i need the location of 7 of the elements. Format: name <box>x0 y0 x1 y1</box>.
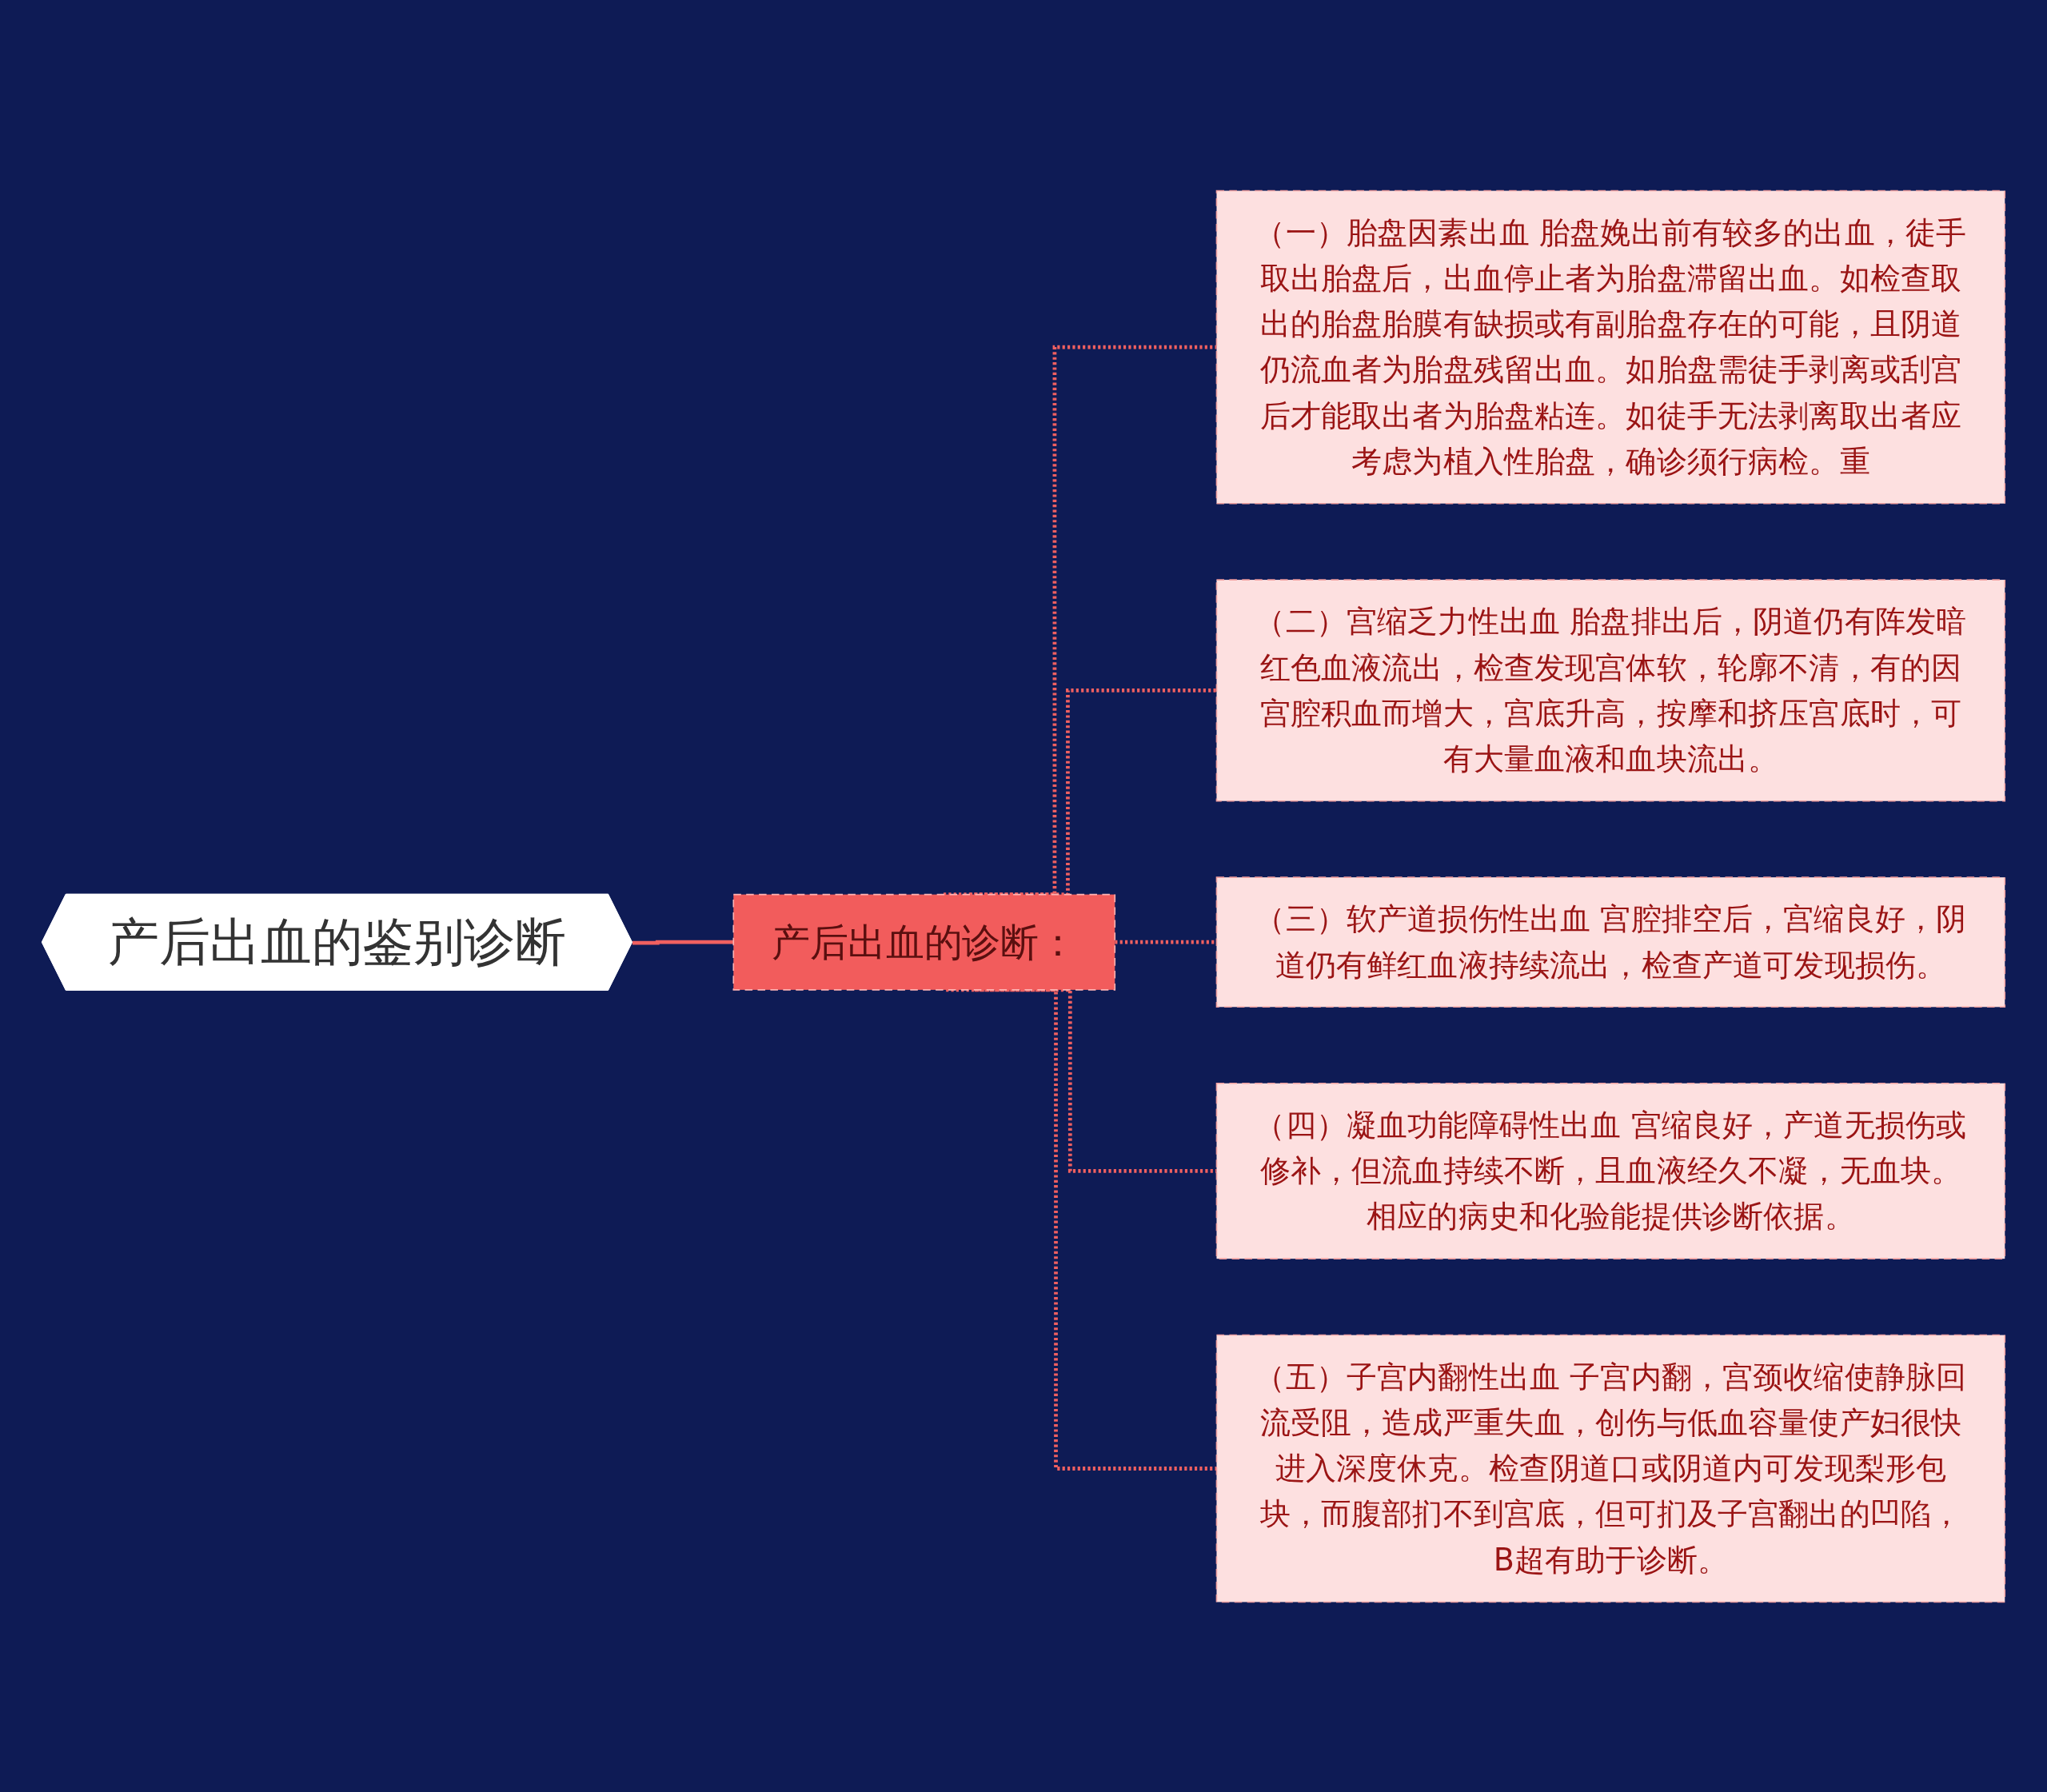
node-box: （五）子宫内翻性出血 子宫内翻，宫颈收缩使静脉回流受阻，造成严重失血，创伤与低血容量使产妇很快进入深度休克。检查阴道口或阴道内可发现梨形包块，而腹部扪不到宫底，但可扪及子宫翻出的凹陷，B超有助于诊断。 <box>1215 1334 2006 1602</box>
node-box: （二）宫缩乏力性出血 胎盘排出后，阴道仍有阵发暗红色血液流出，检查发现宫体软，轮廓不清，有的因宫腔积血而增大，宫底升高，按摩和挤压宫底时，可有大量血液和血块流出。 <box>1215 578 2006 802</box>
node-box: （三）软产道损伤性出血 宫腔排空后，宫缩良好，阴道仍有鲜红血液持续流出，检查产道可发现损伤。 <box>1215 876 2006 1008</box>
node-box: （四）凝血功能障碍性出血 宫缩良好，产道无损伤或修补，但流血持续不断，且血液经久不凝，无血块。相应的病史和化验能提供诊断依据。 <box>1215 1082 2006 1259</box>
connector <box>632 940 734 944</box>
node-box: （一）胎盘因素出血 胎盘娩出前有较多的出血，徒手取出胎盘后，出血停止者为胎盘滞留出血。如检查取出的胎盘胎膜有缺损或有副胎盘存在的可能，且阴道仍流血者为胎盘残留出血。如胎盘需徒手剥离或刮宫后才能取出者为胎盘粘连。如徒手无法剥离取出者应考虑为植入性胎盘，确诊须行病检。重 <box>1215 190 2006 504</box>
node-box: 产后出血的诊断： <box>732 893 1116 991</box>
